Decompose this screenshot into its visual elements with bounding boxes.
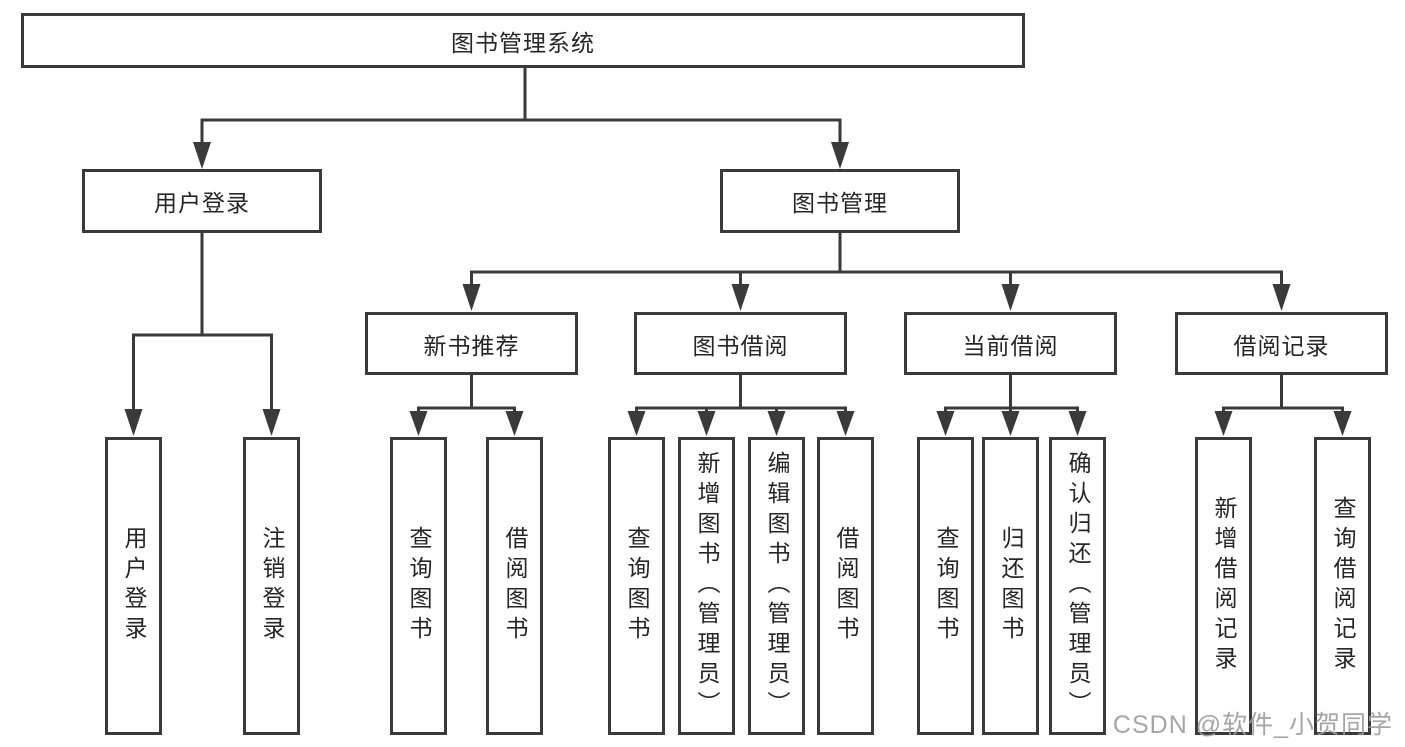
leaf-add-books-admin: 新增图书（管理员） bbox=[678, 437, 735, 735]
node-new-book-recommendation: 新书推荐 bbox=[365, 312, 578, 375]
leaf-edit-books-admin: 编辑图书（管理员） bbox=[748, 437, 805, 735]
leaf-label: 查询图书 bbox=[406, 526, 432, 646]
leaf-user-login: 用户登录 bbox=[105, 437, 162, 735]
leaf-add-borrowing-record: 新增借阅记录 bbox=[1195, 437, 1252, 735]
leaf-label: 查询图书 bbox=[624, 526, 650, 646]
connector-current-borrowing-branch bbox=[936, 375, 1087, 436]
leaf-label: 归还图书 bbox=[998, 526, 1024, 646]
node-user-login: 用户登录 bbox=[82, 169, 322, 233]
leaf-borrow-books-recommend: 借阅图书 bbox=[486, 437, 543, 735]
leaf-label: 借阅图书 bbox=[502, 526, 528, 646]
connector-book-borrowing-branch bbox=[627, 375, 855, 436]
leaf-label: 注销登录 bbox=[259, 526, 285, 646]
connector-book-management-to-level3 bbox=[462, 233, 1291, 311]
leaf-query-books-recommend: 查询图书 bbox=[390, 437, 447, 735]
node-book-management: 图书管理 bbox=[720, 169, 960, 233]
connector-borrowing-records-branch bbox=[1214, 375, 1352, 436]
leaf-query-books-current: 查询图书 bbox=[917, 437, 974, 735]
leaf-confirm-return-admin: 确认归还（管理员） bbox=[1049, 437, 1106, 735]
node-borrowing-records: 借阅记录 bbox=[1175, 312, 1388, 375]
leaf-label: 借阅图书 bbox=[833, 526, 859, 646]
connector-root-to-level2 bbox=[193, 68, 849, 169]
connector-user-login-branch bbox=[124, 233, 281, 436]
leaf-label: 查询图书 bbox=[933, 526, 959, 646]
leaf-label: 用户登录 bbox=[121, 526, 147, 646]
leaf-return-books: 归还图书 bbox=[982, 437, 1039, 735]
node-current-borrowing: 当前借阅 bbox=[904, 312, 1117, 375]
node-book-borrowing: 图书借阅 bbox=[634, 312, 847, 375]
node-library-management-system: 图书管理系统 bbox=[21, 13, 1025, 68]
leaf-label: 确认归还（管理员） bbox=[1065, 451, 1091, 721]
leaf-logout: 注销登录 bbox=[243, 437, 300, 735]
leaf-query-books-borrowing: 查询图书 bbox=[608, 437, 665, 735]
leaf-label: 查询借阅记录 bbox=[1330, 496, 1356, 676]
connector-new-book-branch bbox=[409, 375, 524, 436]
csdn-watermark: CSDN @软件_小贺同学 bbox=[1112, 711, 1393, 739]
leaf-borrow-books: 借阅图书 bbox=[817, 437, 874, 735]
leaf-label: 编辑图书（管理员） bbox=[764, 451, 790, 721]
leaf-label: 新增图书（管理员） bbox=[694, 451, 720, 721]
leaf-query-borrowing-record: 查询借阅记录 bbox=[1314, 437, 1371, 735]
leaf-label: 新增借阅记录 bbox=[1211, 496, 1237, 676]
